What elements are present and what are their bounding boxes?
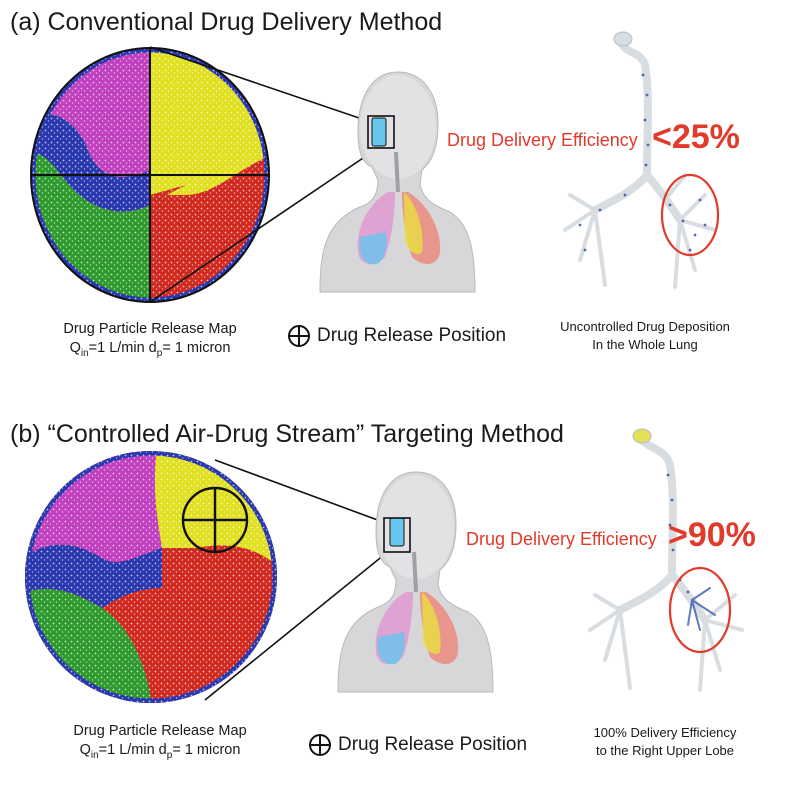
panel-b-airway-tree [588, 428, 744, 692]
inhaler-highlight-box [383, 517, 411, 553]
panel-b-efficiency-label: Drug Delivery Efficiency [466, 529, 657, 549]
panel-a-release-map [30, 47, 270, 303]
panel-a-efficiency-label: Drug Delivery Efficiency [447, 130, 638, 150]
release-position-label: Drug Release Position [317, 325, 507, 346]
panel-a-highlight-ellipse [660, 173, 720, 257]
panel-b-title: (b) “Controlled Air-Drug Stream” Targeti… [10, 420, 564, 448]
deposition-line1: 100% Delivery Efficiency [593, 725, 737, 740]
panel-a-title: (a) Conventional Drug Delivery Method [10, 8, 443, 36]
deposition-line1: Uncontrolled Drug Deposition [560, 319, 730, 334]
panel-a-release-legend: Drug Release Position [287, 324, 506, 348]
panel-b-efficiency-value: >90% [668, 516, 756, 554]
panel-b-highlight-ellipse [668, 566, 732, 654]
panel-a-airway-tree [563, 31, 720, 289]
release-position-label: Drug Release Position [338, 734, 528, 755]
inhaler-highlight-box [367, 115, 395, 149]
panel-a-human-figure [319, 71, 476, 293]
map-caption-line2: Qin=1 L/min dp= 1 micron [69, 340, 231, 359]
crosshair-circle-icon [288, 325, 310, 347]
panel-a-map-caption: Drug Particle Release Map Qin=1 L/min dp… [45, 320, 255, 363]
deposition-line2: In the Whole Lung [592, 337, 698, 352]
map-caption-line2: Qin=1 L/min dp= 1 micron [79, 742, 241, 761]
map-caption-line1: Drug Particle Release Map [63, 321, 237, 337]
crosshair-circle-icon [309, 734, 331, 756]
panel-b-deposition-caption: 100% Delivery Efficiency to the Right Up… [565, 724, 765, 760]
deposition-line2: to the Right Upper Lobe [595, 743, 735, 758]
panel-b-human-figure [337, 471, 494, 693]
panel-b-release-map [25, 451, 277, 703]
panel-b-map-caption: Drug Particle Release Map Qin=1 L/min dp… [55, 722, 265, 765]
panel-b-release-legend: Drug Release Position [308, 733, 527, 757]
panel-a-deposition-caption: Uncontrolled Drug Deposition In the Whol… [535, 318, 755, 354]
map-caption-line1: Drug Particle Release Map [73, 723, 247, 739]
panel-a-efficiency-value: <25% [652, 118, 740, 156]
